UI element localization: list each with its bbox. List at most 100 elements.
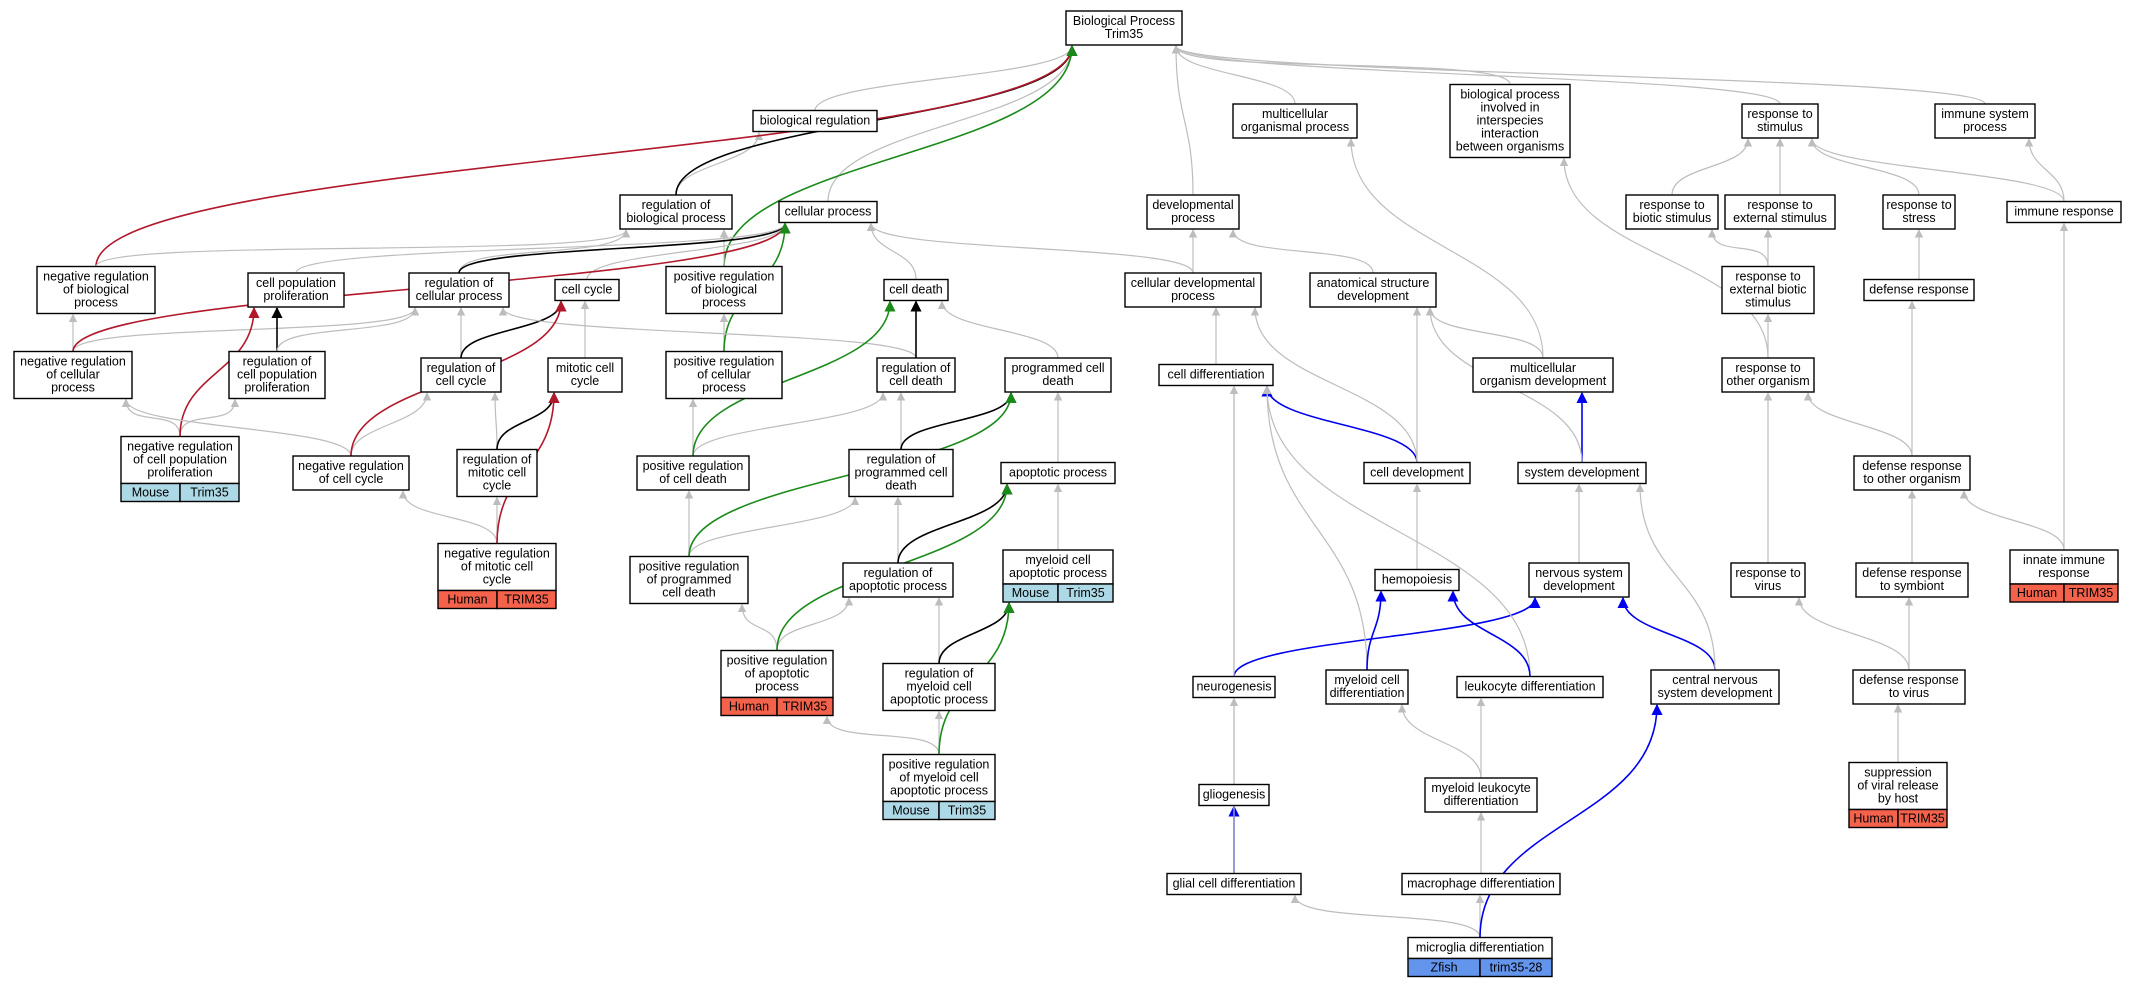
go-term-defense-response[interactable]: defense response bbox=[1863, 278, 1975, 302]
go-term-cell-differentiation[interactable]: cell differentiation bbox=[1158, 363, 1274, 387]
go-term-cell-development[interactable]: cell development bbox=[1363, 461, 1471, 485]
go-term-neurogenesis[interactable]: neurogenesis bbox=[1192, 675, 1276, 699]
go-term-biological-regulation[interactable]: biological regulation bbox=[752, 109, 878, 133]
go-term-macrophage-differentiation[interactable]: macrophage differentiation bbox=[1401, 872, 1561, 896]
go-term-label-line: cell cycle bbox=[562, 283, 613, 297]
go-term-cellular-process[interactable]: cellular process bbox=[778, 200, 878, 224]
species-label: Human bbox=[1853, 812, 1893, 826]
edge-microglia-differentiation-to-central-nervous-system-development bbox=[1479, 703, 1663, 938]
edge-positive-regulation-of-cell-death-to-regulation-of-cell-death bbox=[692, 392, 888, 457]
go-term-box bbox=[1002, 549, 1114, 585]
go-term-label-line: organismal process bbox=[1241, 120, 1349, 134]
edge-negative-regulation-of-cell-cycle-to-negative-regulation-of-cellular-process bbox=[121, 398, 352, 457]
go-term-label-line: negative regulation bbox=[298, 459, 404, 473]
go-term-gliogenesis[interactable]: gliogenesis bbox=[1198, 783, 1270, 807]
go-term-apoptotic-process[interactable]: apoptotic process bbox=[1000, 461, 1116, 485]
go-term-label-line: negative regulation bbox=[444, 547, 550, 561]
go-term-cell-death[interactable]: cell death bbox=[883, 278, 949, 302]
go-term-label: leukocyte differentiation bbox=[1464, 680, 1595, 694]
go-term-glial-cell-differentiation[interactable]: glial cell differentiation bbox=[1166, 872, 1302, 896]
go-term-box bbox=[1855, 562, 1969, 598]
go-term-label-line: process bbox=[51, 381, 95, 395]
go-term-leukocyte-differentiation[interactable]: leukocyte differentiation bbox=[1456, 675, 1604, 699]
go-term-label-line: biological process bbox=[1460, 88, 1559, 102]
edge-regulation-of-mitotic-cell-cycle-to-regulation-of-cell-cycle bbox=[490, 392, 500, 450]
go-term-system-development[interactable]: system development bbox=[1517, 461, 1647, 485]
edge-response-to-external-biotic-stimulus-to-response-to-biotic-stimulus bbox=[1707, 229, 1769, 267]
go-term-label-line: Trim35 bbox=[1105, 27, 1143, 41]
species-label: Mouse bbox=[1012, 586, 1050, 600]
edge-central-nervous-system-development-to-system-development bbox=[1635, 483, 1716, 671]
go-term-label-line: glial cell differentiation bbox=[1173, 877, 1296, 891]
go-term-label-line: myeloid cell bbox=[906, 680, 971, 694]
go-term-box bbox=[778, 200, 878, 224]
go-term-immune-response[interactable]: immune response bbox=[2006, 200, 2122, 224]
go-term-label-line: stimulus bbox=[1757, 120, 1803, 134]
species-label: Mouse bbox=[132, 486, 170, 500]
go-term-box bbox=[1721, 265, 1815, 315]
edge-response-to-stimulus-to-bp-root bbox=[1171, 45, 1781, 105]
edge-defense-response-to-other-organism-to-response-to-other-organism bbox=[1803, 392, 1913, 457]
go-term-box bbox=[1882, 194, 1956, 230]
edge-cellular-developmental-process-to-cellular-process bbox=[866, 222, 1194, 274]
go-term-hemopoiesis[interactable]: hemopoiesis bbox=[1374, 568, 1460, 592]
go-term-label-line: cell death bbox=[662, 586, 716, 600]
go-term-label-line: response to bbox=[1747, 198, 1812, 212]
go-term-cell-cycle[interactable]: cell cycle bbox=[554, 278, 620, 302]
